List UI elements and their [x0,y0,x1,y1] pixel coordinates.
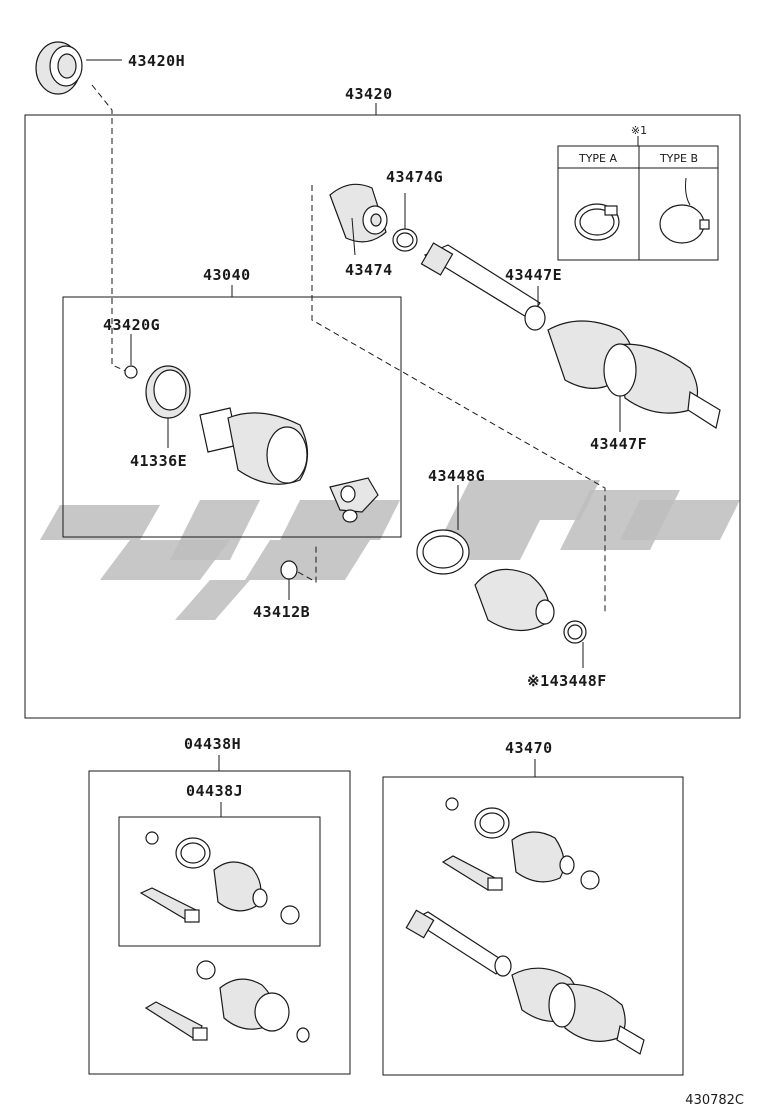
boot-kit-04438J-frame [118,816,321,947]
clamp-43448F [563,620,587,668]
label-43474: 43474 [345,261,393,279]
kit-04438H-parts [144,960,310,1043]
label-43420G: 43420G [103,316,160,334]
label-43040: 43040 [203,266,251,284]
boot-kit-04438H-frame [88,770,351,1075]
label-43447E: 43447E [505,266,562,284]
drive-shaft-outer [420,242,721,432]
label-43420: 43420 [345,85,393,103]
snap-ring-43412B [280,545,317,600]
label-43412B: 43412B [253,603,310,621]
watermark-logo [40,480,740,620]
label-43420H: 43420H [128,52,185,70]
type-inset: ※1 TYPE A TYPE B [557,124,719,261]
label-43470: 43470 [505,739,553,757]
figure-code: 430782C [685,1093,744,1108]
snap-ring-43420G [124,334,138,379]
inset-note: ※1 [631,124,647,137]
seal-43420H [35,41,129,373]
main-assembly-frame [24,114,741,719]
label-41336E: 41336E [130,452,187,470]
label-43447F: 43447F [590,435,647,453]
inner-joint-housing [199,407,379,523]
shaft-kit-43470-frame [382,776,684,1076]
label-04438J: 04438J [186,782,243,800]
damper-43474 [311,183,606,612]
label-04438H: 04438H [184,735,241,753]
inner-boot [474,568,555,632]
kit-43470-parts [405,797,645,1055]
kit-04438J-parts [139,831,300,925]
label-43474G: 43474G [386,168,443,186]
type-b-label: TYPE B [659,152,698,165]
type-a-label: TYPE A [578,152,618,165]
clamp-43474G [392,193,418,252]
label-43448G: 43448G [428,467,485,485]
label-43448F: ※143448F [527,672,607,690]
clamp-43448G [416,485,470,575]
ring-41336E [145,365,191,448]
clamp-type-b-icon [659,204,705,244]
